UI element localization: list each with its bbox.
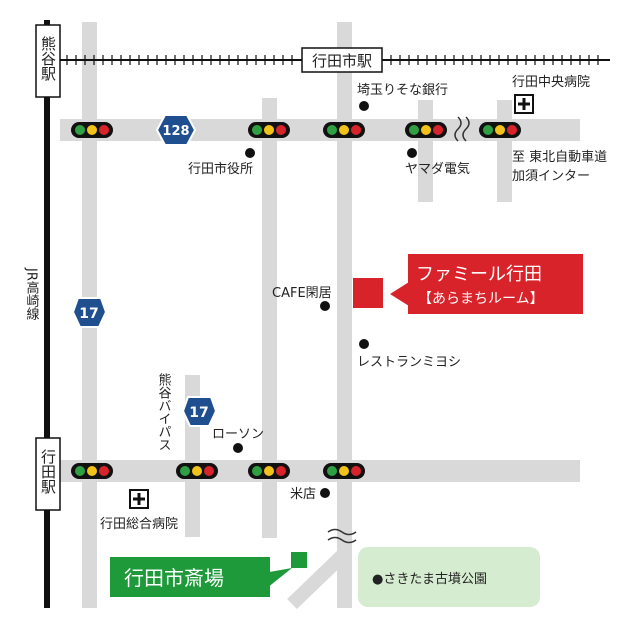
traffic-signal-lamp	[351, 125, 361, 135]
route-17-shield-main: 17	[71, 297, 108, 328]
traffic-signal-lamp	[276, 466, 286, 476]
station-kumagaya: 熊谷駅	[35, 24, 61, 98]
yamada-label: ヤマダ電気	[405, 161, 470, 177]
rice-shop-dot	[320, 488, 330, 498]
traffic-signal	[323, 463, 365, 479]
landmark-dots	[233, 101, 417, 498]
funeral-hall-label: 行田市斎場	[124, 566, 224, 590]
target-room: 【あらまちルーム】	[418, 291, 544, 307]
city-hall-dot	[245, 148, 255, 158]
traffic-signal	[405, 122, 447, 138]
traffic-signal-lamp	[75, 125, 85, 135]
traffic-signal-lamp	[409, 125, 419, 135]
route-128-shield: 128	[155, 114, 197, 146]
target-name: ファミール行田	[416, 264, 542, 285]
station-kumagaya-label: 熊谷駅	[39, 36, 57, 81]
traffic-signal-lamp	[433, 125, 443, 135]
jr-line-label: JR高崎線	[24, 267, 40, 320]
park-label: ●さきたま古墳公園	[372, 572, 487, 587]
traffic-signal-lamp	[327, 125, 337, 135]
city-hall-label: 行田市役所	[188, 161, 253, 177]
traffic-signal-lamp	[339, 466, 349, 476]
road-south-horizontal	[60, 460, 580, 482]
bank-dot	[359, 101, 369, 111]
traffic-signal-lamp	[87, 125, 97, 135]
route-128-label: 128	[162, 124, 189, 139]
restaurant-dot	[359, 339, 369, 349]
expressway-label-2: 加須インター	[512, 169, 590, 184]
traffic-signal-lamp	[87, 466, 97, 476]
traffic-signal-lamp	[327, 466, 337, 476]
sakitama-park: ●さきたま古墳公園	[358, 547, 540, 607]
funeral-hall-marker	[291, 552, 307, 568]
funeral-hall-box	[110, 557, 270, 597]
general-hospital-label: 行田総合病院	[100, 517, 178, 532]
traffic-signal-lamp	[99, 466, 109, 476]
traffic-signal	[71, 463, 113, 479]
traffic-signal-lamp	[351, 466, 361, 476]
general-hospital-icon	[129, 489, 149, 509]
cafe-dot	[320, 301, 330, 311]
restaurant-label: レストランミヨシ	[357, 355, 461, 370]
traffic-signal-lamp	[339, 125, 349, 135]
traffic-signal	[479, 122, 521, 138]
bank-label: 埼玉りそな銀行	[357, 83, 448, 98]
road-break-mark	[327, 116, 470, 544]
lawson-label: ローソン	[212, 427, 264, 442]
target-callout-pointer	[390, 282, 409, 306]
traffic-signal-lamp	[495, 125, 505, 135]
cafe-label: CAFE閑居	[272, 286, 332, 301]
target-location: ファミール行田 【あらまちルーム】	[353, 254, 583, 314]
rice-shop-label: 米店	[290, 487, 316, 502]
route-17-main-label: 17	[79, 306, 98, 322]
route-17-bypass-label: 17	[189, 405, 208, 421]
traffic-signal-lamp	[192, 466, 202, 476]
road-diagonal	[287, 547, 350, 610]
traffic-signal-lamp	[252, 466, 262, 476]
target-callout-box	[408, 254, 583, 314]
central-hospital-label: 行田中央病院	[512, 75, 590, 90]
traffic-signal	[323, 122, 365, 138]
road-middle-vertical	[262, 98, 277, 538]
lawson-dot	[233, 443, 243, 453]
traffic-signal-lamp	[276, 125, 286, 135]
funeral-hall: 行田市斎場	[110, 552, 307, 597]
bypass-label: 熊谷バイパス	[156, 372, 172, 451]
traffic-signal-lamp	[180, 466, 190, 476]
traffic-signal	[71, 122, 113, 138]
traffic-signal	[248, 463, 290, 479]
road-east-vertical-2	[497, 100, 512, 202]
central-hospital-icon	[514, 94, 534, 114]
traffic-signal-lamp	[264, 125, 274, 135]
traffic-signal	[248, 122, 290, 138]
route-17-shield-bypass: 17	[181, 396, 218, 427]
traffic-signal-lamp	[99, 125, 109, 135]
road-main-vertical	[337, 22, 352, 608]
traffic-signal	[176, 463, 218, 479]
traffic-signal-lamp	[75, 466, 85, 476]
traffic-signal-lamp	[507, 125, 517, 135]
station-gyoda: 行田駅	[35, 437, 61, 511]
traffic-signal-lamp	[252, 125, 262, 135]
target-marker	[353, 278, 383, 308]
traffic-signals	[71, 122, 521, 479]
traffic-signal-lamp	[483, 125, 493, 135]
station-gyodashi-label: 行田市駅	[312, 52, 372, 70]
traffic-signal-lamp	[264, 466, 274, 476]
traffic-signal-lamp	[421, 125, 431, 135]
expressway-label-1: 至 東北自動車道	[512, 149, 607, 165]
station-gyodashi: 行田市駅	[301, 47, 383, 73]
yamada-dot	[407, 148, 417, 158]
rail-ticks	[57, 55, 599, 65]
traffic-signal-lamp	[204, 466, 214, 476]
station-gyoda-label: 行田駅	[39, 449, 57, 494]
road-east-vertical-1	[418, 100, 433, 202]
